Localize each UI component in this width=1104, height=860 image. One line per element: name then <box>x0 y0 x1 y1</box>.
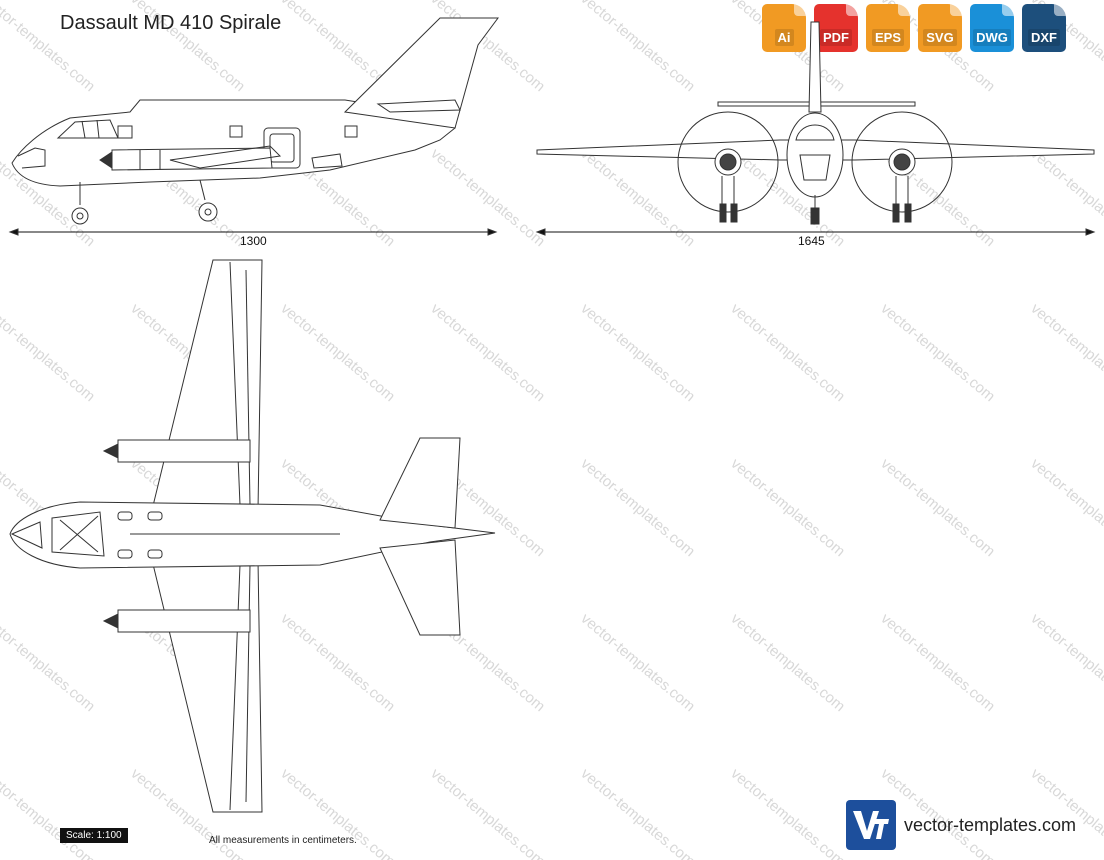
scale-label: Scale: 1:100 <box>60 828 128 843</box>
vt-logo-mark <box>853 811 889 839</box>
format-dwg-badge[interactable]: DWG <box>970 4 1014 52</box>
format-label: PDF <box>820 29 852 46</box>
format-label: SVG <box>923 29 957 46</box>
front-view <box>535 21 1096 236</box>
format-label: EPS <box>871 29 904 46</box>
format-label: DWG <box>973 29 1011 46</box>
top-view <box>9 259 496 813</box>
format-label: Ai <box>774 29 794 46</box>
format-eps-badge[interactable]: EPS <box>866 4 910 52</box>
vt-logo-icon <box>846 800 896 850</box>
format-svg-badge[interactable]: SVG <box>918 4 962 52</box>
side-length-label: 1300 <box>240 234 267 248</box>
measurement-note: All measurements in centimeters. <box>209 835 357 846</box>
page-title: Dassault MD 410 Spirale <box>60 12 282 34</box>
side-view <box>8 17 499 236</box>
brand-block[interactable]: vector-templates.com <box>846 800 1076 850</box>
format-ai-badge[interactable]: Ai <box>762 4 806 52</box>
format-dxf-badge[interactable]: DXF <box>1022 4 1066 52</box>
format-label: DXF <box>1028 29 1060 46</box>
format-pdf-badge[interactable]: PDF <box>814 4 858 52</box>
format-badges: Ai PDF EPS SVG DWG DXF <box>762 4 1066 52</box>
front-span-label: 1645 <box>798 234 825 248</box>
brand-site[interactable]: vector-templates.com <box>904 814 1077 835</box>
